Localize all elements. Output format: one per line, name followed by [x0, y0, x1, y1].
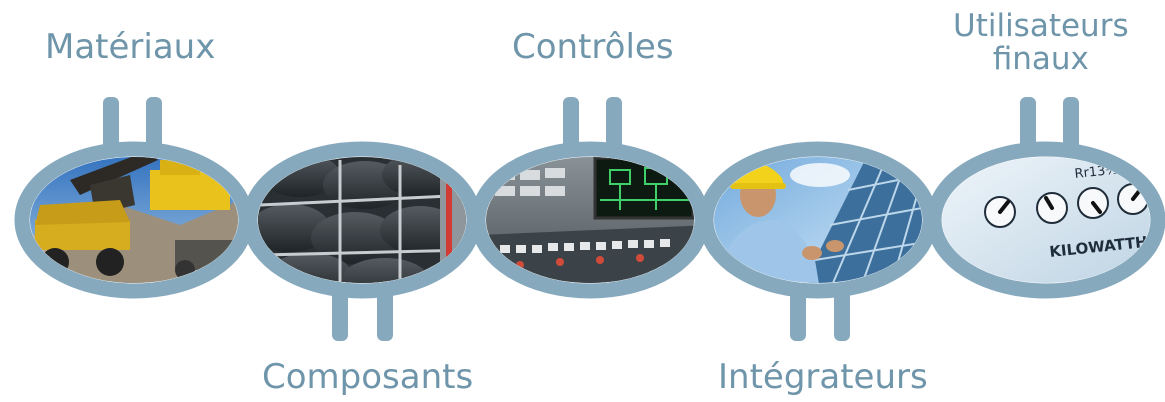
- label-composants: Composants: [262, 357, 474, 397]
- label-integrateurs: Intégrateurs: [718, 357, 928, 397]
- label-materiaux: Matériaux: [45, 27, 216, 67]
- worker-solar-panel-photo: [714, 157, 922, 283]
- label-utilisateurs-finaux: Utilisateurs finaux: [953, 10, 1129, 75]
- label-controles: Contrôles: [512, 27, 674, 67]
- mining-truck-excavator-photo: [30, 157, 238, 283]
- electric-meter-kilowatthours-photo: KILOWATTHOURS Rr13⅓: [942, 157, 1150, 283]
- label-utilisateurs-line1: Utilisateurs: [953, 8, 1129, 44]
- control-room-panel-photo: [486, 157, 694, 283]
- chain-rings: [14, 141, 1165, 299]
- label-utilisateurs-line2: finaux: [992, 40, 1089, 77]
